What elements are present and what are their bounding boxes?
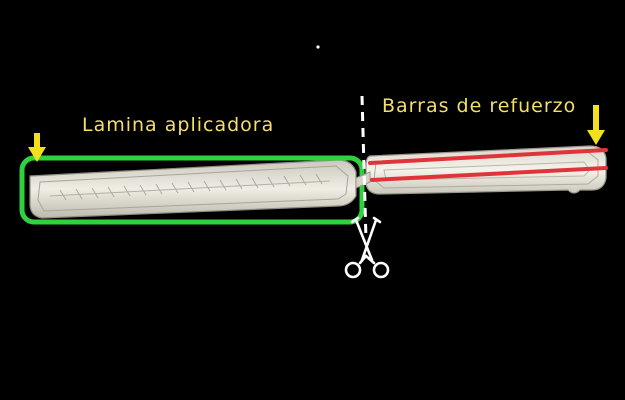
- reinforcement-bars-label: Barras de refuerzo: [382, 95, 577, 117]
- reinforcement-line-bottom: [370, 166, 608, 182]
- cut-line: [360, 95, 368, 241]
- applicator-blade-label: Lamina aplicadora: [82, 114, 275, 136]
- down-arrow-icon: [28, 133, 46, 162]
- marker-dot: [316, 45, 320, 49]
- applicator-highlight-box: [19, 155, 365, 225]
- scissors-icon: [344, 216, 390, 279]
- reinforcement-line-top: [368, 148, 608, 165]
- down-arrow-icon: [587, 105, 605, 145]
- applicator-blade: [29, 159, 357, 219]
